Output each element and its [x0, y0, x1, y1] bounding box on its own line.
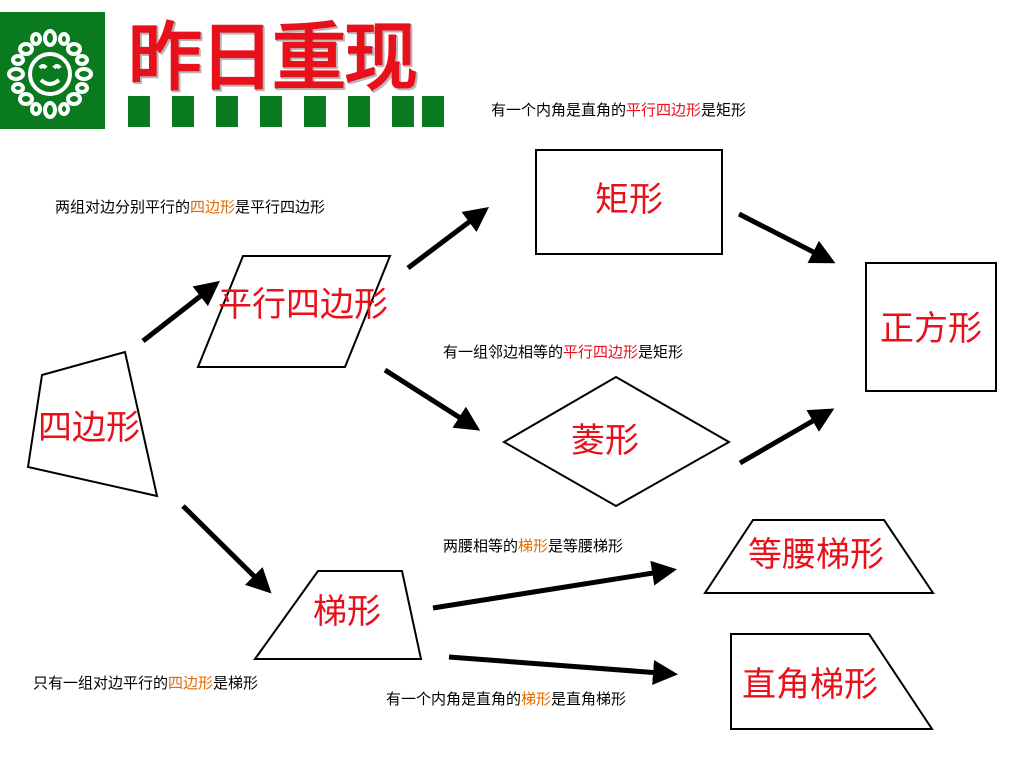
note-post: 是梯形 — [213, 674, 259, 692]
isosceles-definition: 两腰相等的梯形是等腰梯形 — [443, 539, 623, 554]
arrow-trapezoid-to-isosceles — [432, 560, 677, 611]
note-highlight: 四边形 — [168, 674, 214, 692]
logo — [0, 12, 105, 129]
rhombus-definition: 有一组邻边相等的平行四边形是矩形 — [443, 345, 683, 360]
note-highlight: 梯形 — [521, 690, 552, 708]
note-post: 是矩形 — [638, 343, 684, 361]
arrow-parallelogram-to-rhombus — [383, 367, 481, 431]
note-highlight: 平行四边形 — [563, 343, 639, 361]
note-post: 是平行四边形 — [235, 198, 326, 216]
isosceles-trapezoid-label: 等腰梯形 — [748, 535, 884, 575]
sun-face-icon — [7, 29, 93, 119]
page-title: 昨日重现 — [128, 15, 418, 101]
note-highlight: 平行四边形 — [626, 101, 702, 119]
quadrilateral-shape — [26, 350, 159, 498]
note-highlight: 四边形 — [190, 198, 236, 216]
right-trapezoid-label: 直角梯形 — [742, 665, 878, 705]
rectangle-shape — [535, 149, 723, 255]
parallelogram-label: 平行四边形 — [218, 285, 388, 325]
rhombus-label: 菱形 — [571, 421, 639, 461]
note-pre: 只有一组对边平行的 — [33, 674, 169, 692]
trapezoid-label: 梯形 — [313, 592, 381, 632]
title-decoration — [128, 96, 444, 127]
parallelogram-shape — [196, 255, 392, 368]
note-highlight: 梯形 — [518, 537, 549, 555]
note-pre: 有一个内角是直角的 — [491, 101, 627, 119]
note-pre: 有一个内角是直角的 — [386, 690, 522, 708]
rectangle-definition: 有一个内角是直角的平行四边形是矩形 — [491, 103, 746, 118]
rhombus-shape — [501, 375, 732, 508]
arrow-rectangle-to-square — [737, 211, 836, 264]
arrow-trapezoid-to-right — [448, 654, 678, 685]
note-post: 是等腰梯形 — [548, 537, 624, 555]
quadrilateral-label: 四边形 — [38, 408, 140, 448]
parallelogram-definition: 两组对边分别平行的四边形是平行四边形 — [55, 200, 325, 215]
square-shape — [865, 262, 997, 392]
note-post: 是直角梯形 — [551, 690, 627, 708]
arrow-rhombus-to-square — [738, 408, 835, 466]
isosceles-trapezoid-shape — [703, 519, 935, 594]
right-trapezoid-shape — [730, 633, 934, 730]
note-post: 是矩形 — [701, 101, 747, 119]
rectangle-label: 矩形 — [595, 180, 663, 220]
square-label: 正方形 — [880, 309, 982, 349]
trapezoid-definition: 只有一组对边平行的四边形是梯形 — [33, 676, 258, 691]
arrow-parallelogram-to-rectangle — [406, 206, 489, 270]
arrow-quad-to-trapezoid — [181, 504, 272, 594]
trapezoid-shape — [253, 570, 423, 660]
note-pre: 两组对边分别平行的 — [55, 198, 191, 216]
note-pre: 有一组邻边相等的 — [443, 343, 564, 361]
arrow-quad-to-parallelogram — [141, 280, 220, 343]
right-trapezoid-definition: 有一个内角是直角的梯形是直角梯形 — [386, 692, 626, 707]
note-pre: 两腰相等的 — [443, 537, 519, 555]
